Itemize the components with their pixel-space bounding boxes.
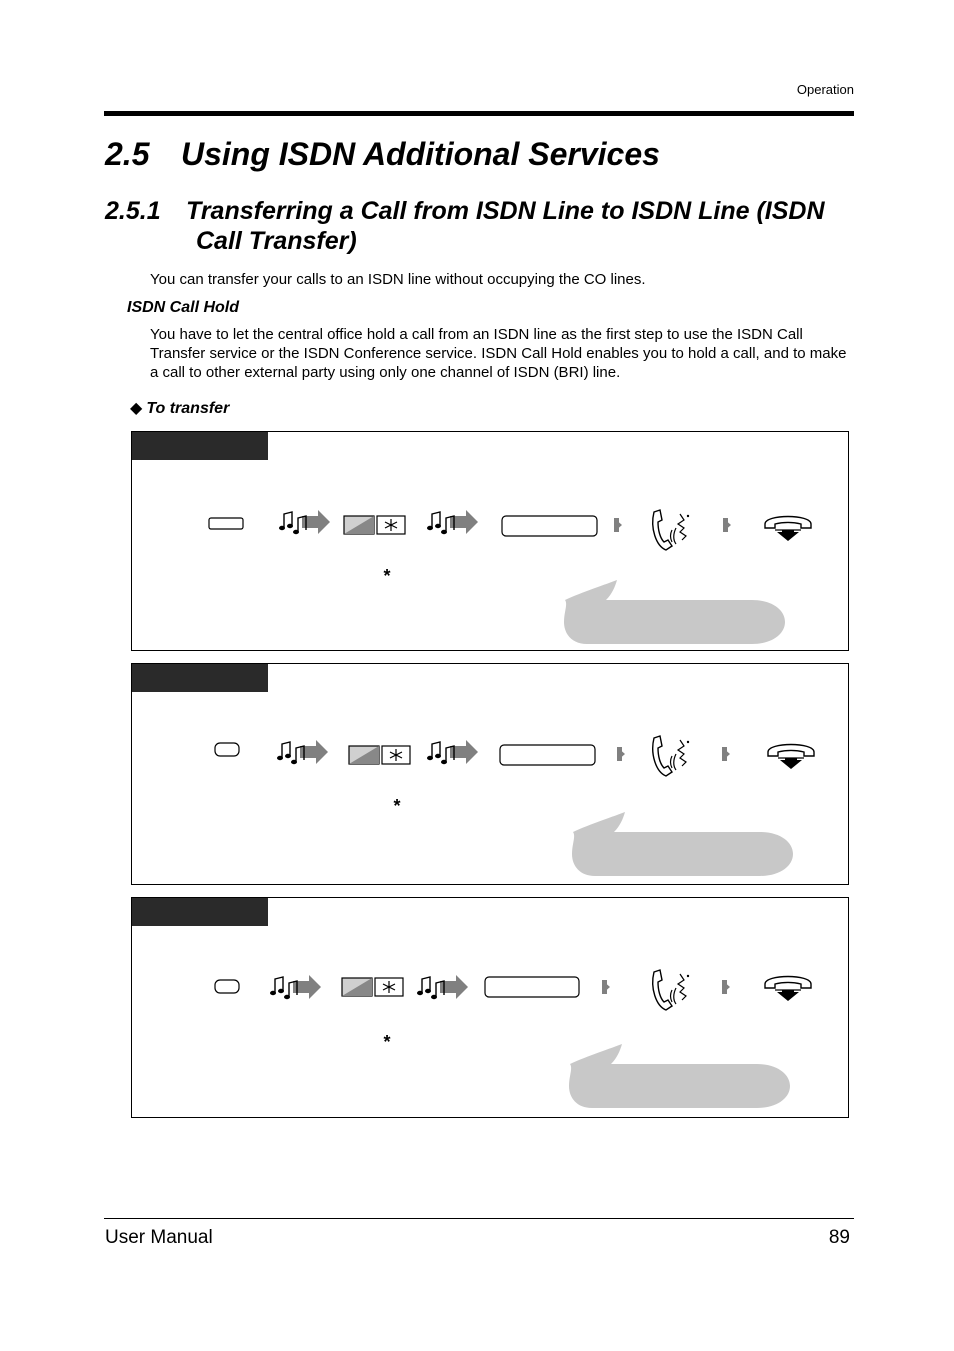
phone-number-field-icon <box>499 744 596 766</box>
tone-arrow-icon <box>417 975 468 1000</box>
subsection-title-line1: Transferring a Call from ISDN Line to IS… <box>186 197 825 225</box>
talk-handset-icon <box>652 735 690 777</box>
speech-balloon <box>564 580 785 644</box>
hold-heading: ISDN Call Hold <box>127 299 240 316</box>
phone-number-field-icon <box>501 515 598 537</box>
panel-tab <box>132 432 268 460</box>
procedure-diagram: * <box>214 969 812 1108</box>
footer-rule <box>104 1218 854 1219</box>
procedure-heading-text: To transfer <box>146 400 230 417</box>
footer-manual-label: User Manual <box>105 1227 213 1248</box>
flash-star-keys-icon <box>343 515 406 535</box>
star-label: * <box>383 1032 390 1052</box>
subsection-number: 2.5.1 <box>105 197 161 225</box>
talk-handset-icon <box>652 969 690 1011</box>
title-number: 2.5 <box>105 136 150 172</box>
line-button-icon <box>208 517 244 530</box>
tone-arrow-icon <box>277 740 328 765</box>
top-rule <box>104 111 854 116</box>
page-number: 89 <box>828 1227 850 1248</box>
panel-tab <box>132 664 268 692</box>
intro-paragraph: You can transfer your calls to an ISDN l… <box>150 271 646 288</box>
procedure-diagram: * <box>214 735 815 876</box>
small-arrow-icon <box>617 747 625 761</box>
small-arrow-icon <box>602 980 610 994</box>
line-button-icon <box>214 979 240 994</box>
hold-paragraph: You have to let the central office hold … <box>150 326 847 381</box>
star-label: * <box>393 796 400 816</box>
small-arrow-icon <box>614 518 622 532</box>
procedure-heading: ◆To transfer <box>130 398 229 418</box>
subsection-title: 2.5.1 Transferring a Call from ISDN Line … <box>105 196 825 256</box>
section-header-label: Operation <box>796 82 854 97</box>
procedure-diagram: * <box>208 509 812 644</box>
talk-handset-icon <box>652 509 690 551</box>
procedure-panel-2: * <box>131 663 849 885</box>
page-title: 2.5 Using ISDN Additional Services <box>105 136 660 173</box>
flash-star-keys-icon <box>348 745 411 765</box>
phone-number-field-icon <box>484 976 580 998</box>
hang-up-icon <box>764 975 812 1001</box>
panel-tab <box>132 898 268 926</box>
hang-up-icon <box>767 743 815 769</box>
subsection-title-line2: Call Transfer) <box>196 227 357 255</box>
tone-arrow-icon <box>427 510 478 535</box>
title-text: Using ISDN Additional Services <box>181 136 660 172</box>
speech-balloon <box>569 1044 790 1108</box>
line-button-icon <box>214 742 240 757</box>
small-arrow-icon <box>722 747 730 761</box>
small-arrow-icon <box>722 980 730 994</box>
small-arrow-icon <box>723 518 731 532</box>
tone-arrow-icon <box>427 740 478 765</box>
hang-up-icon <box>764 515 812 541</box>
tone-arrow-icon <box>279 510 330 535</box>
speech-balloon <box>572 812 793 876</box>
star-label: * <box>383 566 390 586</box>
tone-arrow-icon <box>270 975 321 1000</box>
procedure-panel-1: * <box>131 431 849 651</box>
diamond-bullet-icon: ◆ <box>130 400 143 417</box>
flash-star-keys-icon <box>341 977 404 997</box>
procedure-panel-3: * <box>131 897 849 1118</box>
